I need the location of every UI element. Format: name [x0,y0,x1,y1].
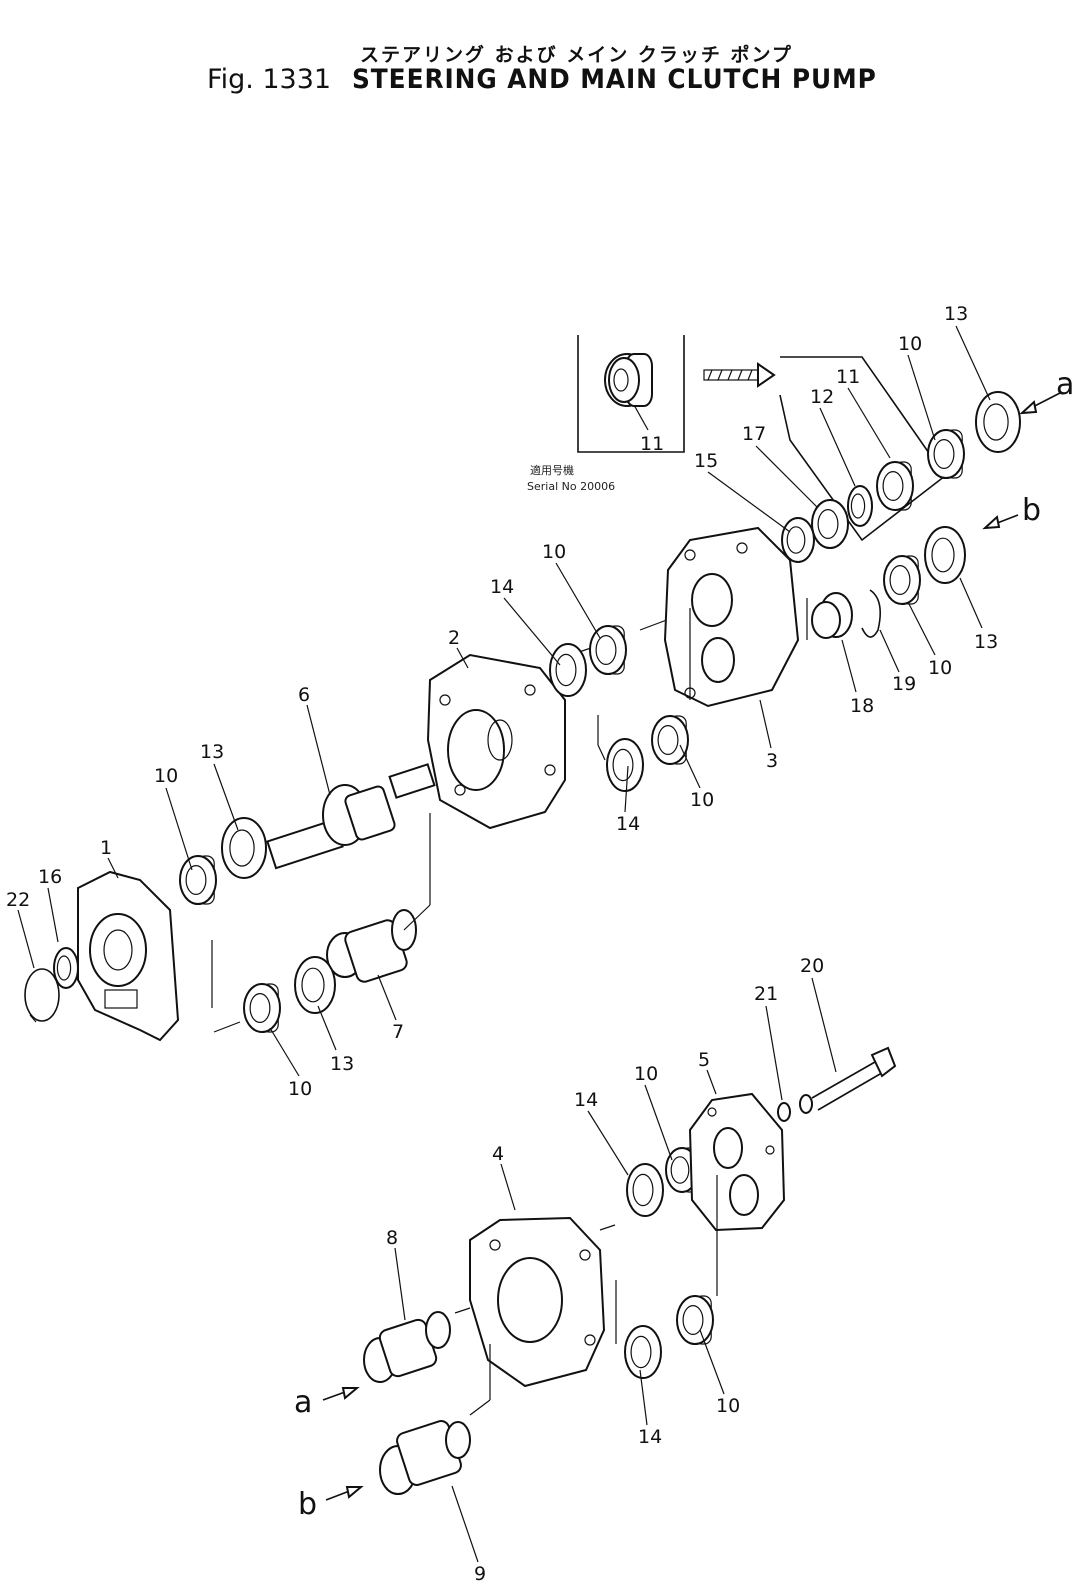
seal-icon [811,499,849,549]
seal-icon [221,817,267,879]
callout-12: 12 [810,386,834,408]
callout-11: 11 [640,433,664,455]
callout-13: 13 [330,1053,354,1075]
bolt-part-20 [799,1046,897,1114]
callout-8: 8 [386,1227,398,1249]
callout-14: 14 [616,813,640,835]
callout-13: 13 [974,631,998,653]
callout-10: 10 [542,541,566,563]
washer-part-21 [777,1102,791,1122]
leader-lines [211,598,808,1416]
figure-number: Fig. 1331 [207,64,332,95]
callout-22: 22 [6,889,30,911]
snap-ring-part-19 [861,589,881,638]
bearing-icon [927,429,965,479]
callout-labels: 1 2 3 4 5 6 7 8 9 10 10 10 10 10 10 10 1… [6,303,1074,1584]
seal-icon [624,1325,662,1379]
callout-3: 3 [766,750,778,772]
bearing-icon [243,983,281,1033]
seal-icon [53,947,79,989]
bearing-icon [651,715,689,765]
connector-arrows [322,392,1061,1501]
arrow-icon [703,362,776,388]
callout-21: 21 [754,983,778,1005]
callout-17: 17 [742,423,766,445]
gear-housing-part-2 [426,653,566,830]
rear-cover-part-5 [688,1092,786,1232]
front-cover-part-1 [77,870,180,1042]
serial-note-japanese: 適用号機 [530,464,574,477]
driven-gear-part-7 [326,909,417,983]
ring-icon [847,485,873,527]
callout-10: 10 [634,1063,658,1085]
callout-16: 16 [38,866,62,888]
callout-19: 19 [892,673,916,695]
callout-10: 10 [716,1395,740,1417]
callout-10: 10 [288,1078,312,1100]
connector-label-b: b [1022,493,1041,528]
callout-14: 14 [574,1089,598,1111]
connector-label-a: a [1056,367,1074,402]
seal-icon [781,517,815,563]
bearing-icon [179,855,217,905]
callout-5: 5 [698,1049,710,1071]
callout-10: 10 [690,789,714,811]
callout-7: 7 [392,1021,404,1043]
figure-title: STEERING AND MAIN CLUTCH PUMP [352,64,877,95]
callout-9: 9 [474,1563,486,1584]
callout-2: 2 [448,627,460,649]
callout-10: 10 [154,765,178,787]
drive-shaft-part-6 [266,763,436,870]
inset-box [577,335,685,453]
bearings-seals-group [53,391,1021,1379]
bearing-icon [676,1295,714,1345]
serial-note: Serial No 20006 [527,480,616,493]
gear-part-9 [379,1420,471,1495]
callout-20: 20 [800,955,824,977]
bearing-icon [876,461,914,511]
gear-part-8 [363,1311,451,1383]
callout-15: 15 [694,450,718,472]
callout-13: 13 [200,741,224,763]
callout-13: 13 [944,303,968,325]
seal-icon [924,526,966,584]
callout-14: 14 [638,1426,662,1448]
callout-1: 1 [100,837,112,859]
figure-title-japanese: ステアリング および メイン クラッチ ポンプ [360,44,793,66]
seal-icon [606,738,644,792]
callout-4: 4 [492,1143,504,1165]
seal-icon [549,643,587,697]
callout-10: 10 [928,657,952,679]
bearing-icon [883,555,921,605]
gear-housing-part-4 [469,1216,606,1388]
callout-11: 11 [836,366,860,388]
spline-sleeve-part-18 [811,592,853,639]
snap-ring-part-22 [24,968,60,1023]
callout-6: 6 [298,684,310,706]
seal-icon [294,956,336,1014]
bearing-icon [589,625,627,675]
callout-18: 18 [850,695,874,717]
connector-label-a: a [294,1385,312,1420]
seal-icon [626,1163,664,1217]
callout-10: 10 [898,333,922,355]
rear-cover-part-3 [663,526,800,708]
connector-label-b: b [298,1487,317,1522]
callout-14: 14 [490,576,514,598]
seal-icon [975,391,1021,453]
